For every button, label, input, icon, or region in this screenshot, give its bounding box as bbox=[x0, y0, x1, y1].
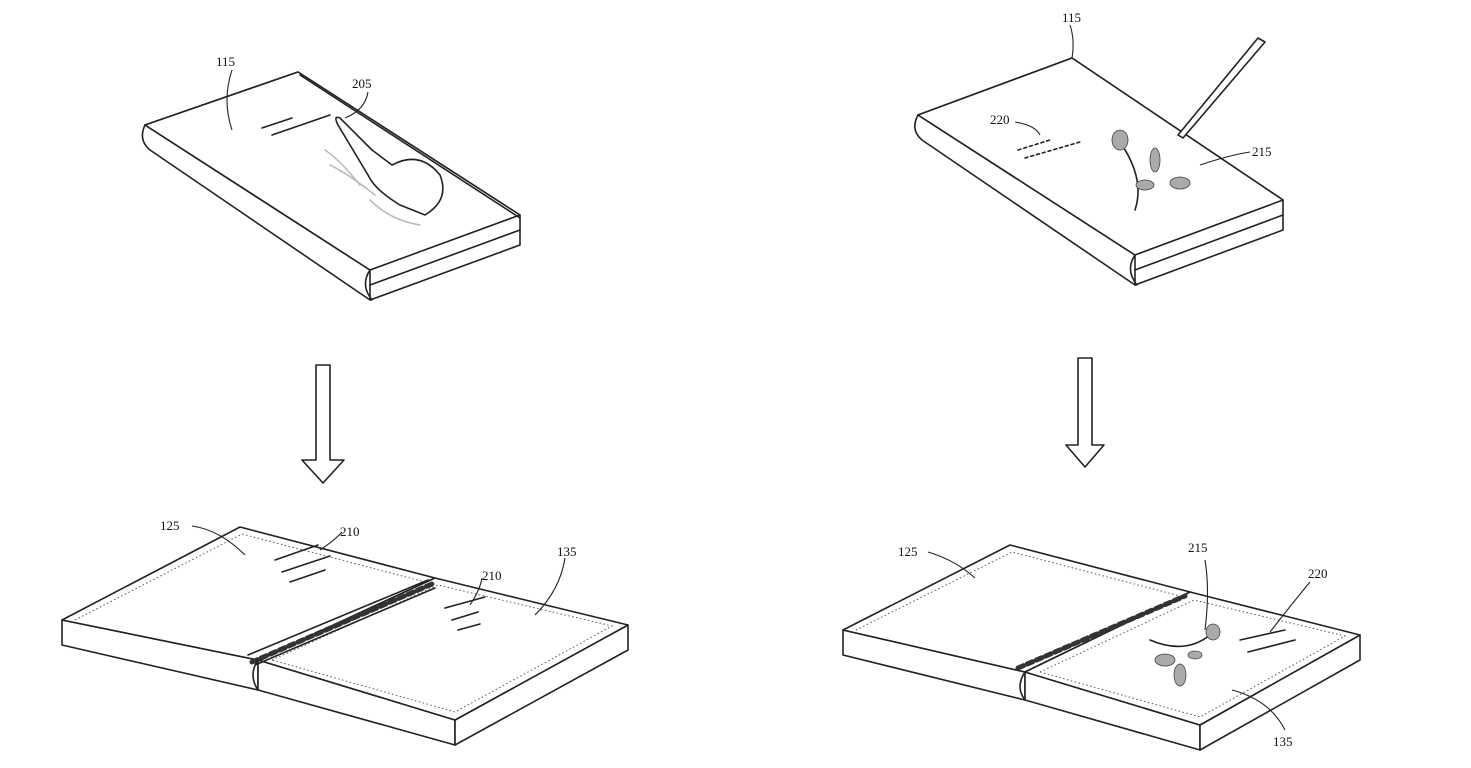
text-strokes bbox=[1239, 629, 1296, 653]
rose-drawing-icon bbox=[1149, 623, 1221, 687]
hinge-icon bbox=[247, 579, 436, 666]
label-135: 135 bbox=[557, 544, 577, 559]
text-strokes bbox=[1017, 139, 1081, 159]
label-220: 220 bbox=[1308, 566, 1328, 581]
text-strokes bbox=[261, 114, 331, 136]
label-125: 125 bbox=[898, 544, 918, 559]
folded-device-pen: 115 220 215 bbox=[914, 10, 1284, 286]
unfolded-device-drawing: 125 215 220 135 bbox=[842, 540, 1361, 751]
rose-drawing-icon bbox=[1111, 129, 1191, 211]
label-210b: 210 bbox=[482, 568, 502, 583]
text-strokes-left bbox=[274, 544, 331, 583]
label-215: 215 bbox=[1252, 144, 1272, 159]
label-125: 125 bbox=[160, 518, 180, 533]
down-arrow-icon bbox=[1065, 357, 1105, 468]
label-220: 220 bbox=[990, 112, 1010, 127]
label-215: 215 bbox=[1188, 540, 1208, 555]
folded-device-touch: 115 205 bbox=[141, 54, 521, 301]
down-arrow-icon bbox=[301, 364, 345, 484]
label-205: 205 bbox=[352, 76, 372, 91]
label-115: 115 bbox=[216, 54, 235, 69]
stylus-icon bbox=[1177, 37, 1266, 139]
hand-icon bbox=[324, 116, 444, 226]
label-115: 115 bbox=[1062, 10, 1081, 25]
label-135: 135 bbox=[1273, 734, 1293, 749]
text-strokes-right bbox=[444, 596, 486, 631]
hinge-icon bbox=[1015, 593, 1188, 671]
unfolded-device-text: 125 210 210 135 bbox=[61, 518, 629, 746]
label-210a: 210 bbox=[340, 524, 360, 539]
